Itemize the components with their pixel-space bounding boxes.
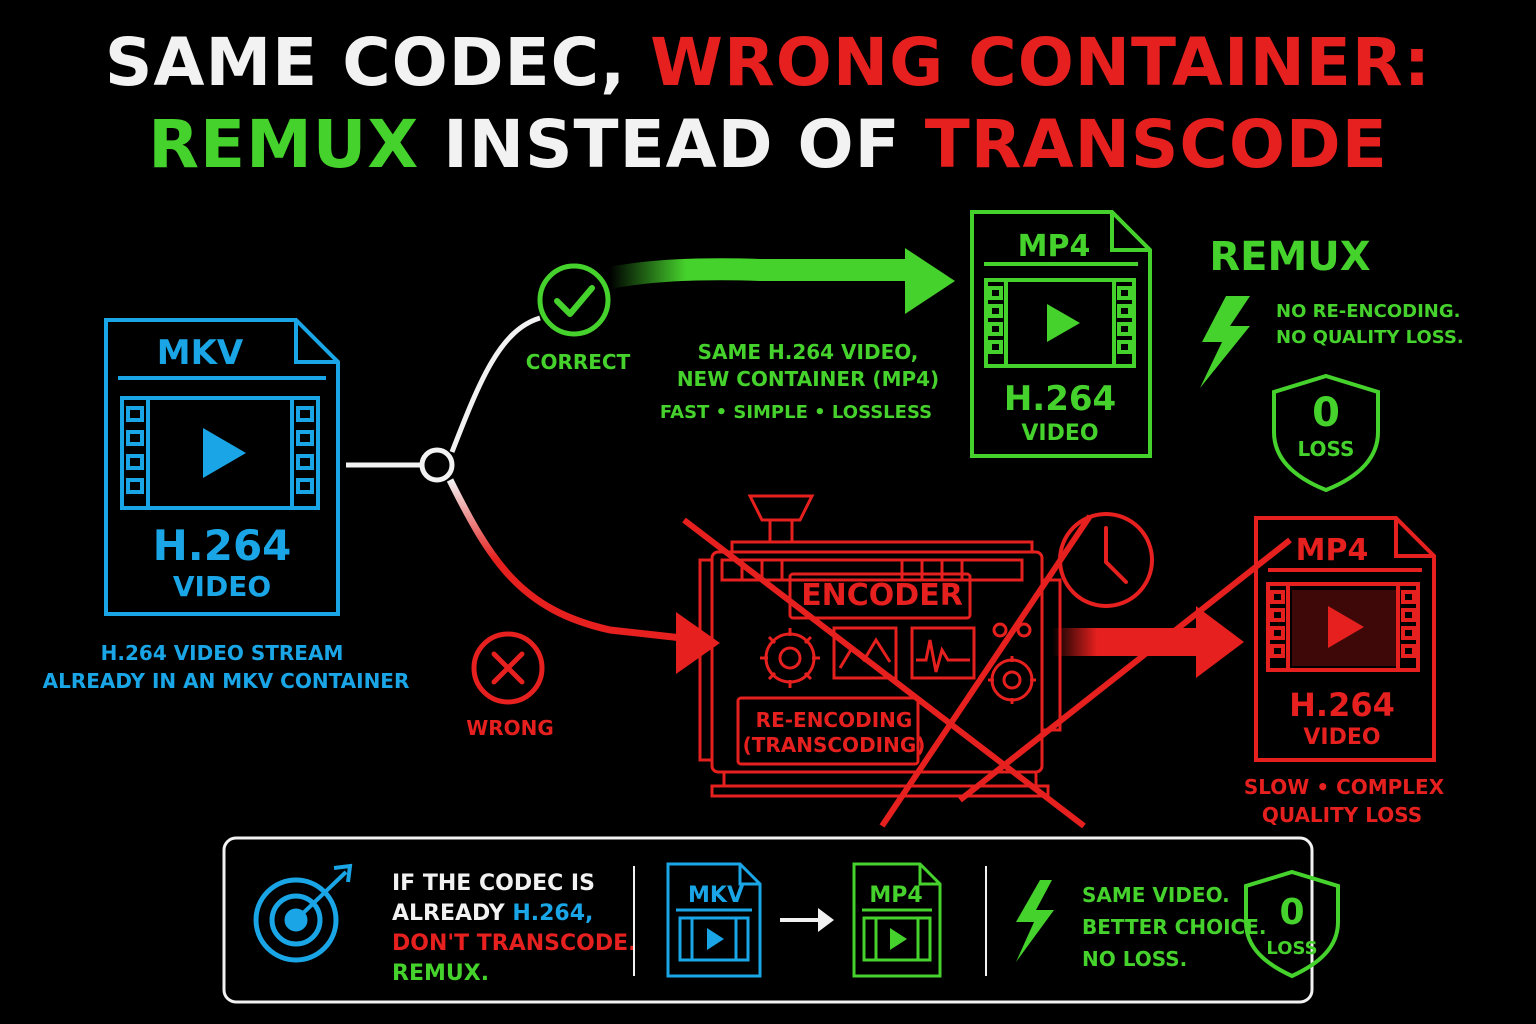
correct-label: CORRECT bbox=[526, 350, 631, 374]
title-wrong-container: WRONG CONTAINER: bbox=[650, 24, 1432, 101]
transcode-codec-label: H.264 bbox=[1289, 686, 1395, 724]
remux-arrow bbox=[607, 248, 955, 314]
branch-node bbox=[419, 447, 455, 483]
arrow-right-icon bbox=[780, 908, 834, 932]
summary-line2: ALREADY H.264, bbox=[392, 901, 593, 926]
source-caption-line2: ALREADY IN AN MKV CONTAINER bbox=[43, 669, 410, 693]
play-icon bbox=[707, 928, 724, 950]
summary-mkv-file bbox=[666, 862, 762, 978]
summary-panel bbox=[222, 836, 1314, 1004]
x-icon bbox=[491, 651, 525, 685]
target-icon bbox=[253, 863, 353, 963]
correct-badge bbox=[537, 263, 611, 337]
encoder-machine bbox=[698, 494, 1062, 798]
transcode-mp4-file bbox=[1254, 516, 1436, 762]
transcode-note-line2: QUALITY LOSS bbox=[1262, 803, 1422, 827]
title-line-1: SAME CODEC, WRONG CONTAINER: bbox=[0, 30, 1536, 96]
play-icon bbox=[890, 928, 907, 950]
filmstrip-icon bbox=[120, 396, 320, 510]
summary-line2-codec: H.264, bbox=[512, 901, 593, 926]
encoder-title: ENCODER bbox=[801, 578, 963, 613]
title-same-codec: SAME CODEC, bbox=[104, 24, 627, 101]
summary-shield-label: LOSS bbox=[1266, 938, 1317, 959]
shield-value: 0 bbox=[1312, 390, 1340, 436]
correct-desc-line1: SAME H.264 VIDEO, bbox=[698, 340, 919, 364]
wrong-badge bbox=[471, 631, 545, 705]
transcode-cross bbox=[958, 537, 1292, 803]
source-kind-label: VIDEO bbox=[173, 570, 271, 603]
title-line-2: REMUX INSTEAD OF TRANSCODE bbox=[0, 112, 1536, 178]
source-caption-line1: H.264 VIDEO STREAM bbox=[101, 641, 344, 665]
correct-desc-line3: FAST • SIMPLE • LOSSLESS bbox=[660, 402, 932, 423]
remux-heading: REMUX bbox=[1209, 234, 1370, 280]
play-icon bbox=[1047, 304, 1080, 342]
source-container-label: MKV bbox=[157, 333, 244, 373]
summary-line2-already: ALREADY bbox=[392, 901, 506, 926]
filmstrip-icon bbox=[984, 278, 1136, 368]
remux-mp4-file bbox=[970, 210, 1152, 458]
remux-container-label: MP4 bbox=[1018, 229, 1091, 264]
summary-shield-value: 0 bbox=[1279, 892, 1304, 933]
transcode-arrow bbox=[1052, 606, 1244, 678]
remux-note-line2: NO QUALITY LOSS. bbox=[1276, 327, 1464, 348]
gear-icon bbox=[760, 628, 820, 688]
branch-connector bbox=[346, 315, 701, 644]
encoder-line2: (TRANSCODING) bbox=[743, 733, 926, 757]
transcode-kind-label: VIDEO bbox=[1303, 725, 1380, 750]
source-mkv-file bbox=[104, 318, 340, 616]
summary-note-line2: BETTER CHOICE. bbox=[1082, 915, 1266, 939]
shield-label: LOSS bbox=[1298, 437, 1355, 461]
summary-mp4-file bbox=[852, 862, 942, 978]
lightning-icon bbox=[1200, 296, 1250, 388]
wrong-arrow-head bbox=[676, 612, 720, 674]
encoder-line1: RE-ENCODING bbox=[756, 708, 913, 732]
title-transcode: TRANSCODE bbox=[924, 106, 1388, 183]
summary-note-line3: NO LOSS. bbox=[1082, 947, 1187, 971]
clock-icon bbox=[1058, 512, 1154, 608]
remux-note-line1: NO RE-ENCODING. bbox=[1276, 301, 1460, 322]
source-codec-label: H.264 bbox=[153, 521, 292, 570]
play-icon bbox=[203, 428, 246, 478]
play-icon bbox=[1328, 606, 1364, 648]
summary-note-line1: SAME VIDEO. bbox=[1082, 883, 1230, 907]
wrong-label: WRONG bbox=[466, 716, 554, 740]
summary-line3: DON'T TRANSCODE. bbox=[392, 931, 637, 956]
summary-line1: IF THE CODEC IS bbox=[392, 871, 595, 896]
summary-to-container: MP4 bbox=[869, 883, 922, 908]
shield-icon bbox=[1272, 373, 1380, 493]
gear-icon bbox=[988, 656, 1036, 704]
remux-kind-label: VIDEO bbox=[1021, 421, 1098, 446]
transcode-note-line1: SLOW • COMPLEX bbox=[1244, 775, 1445, 799]
shield-icon bbox=[1244, 869, 1340, 979]
title-remux: REMUX bbox=[148, 106, 420, 183]
check-icon bbox=[554, 285, 595, 317]
encoder-cross bbox=[682, 514, 1093, 829]
summary-line4: REMUX. bbox=[392, 961, 489, 986]
correct-desc-line2: NEW CONTAINER (MP4) bbox=[677, 367, 939, 391]
lightning-icon bbox=[1016, 880, 1054, 962]
title-instead-of: INSTEAD OF bbox=[443, 106, 901, 183]
filmstrip-icon bbox=[1266, 582, 1420, 672]
summary-from-container: MKV bbox=[688, 883, 744, 908]
remux-codec-label: H.264 bbox=[1004, 379, 1116, 419]
transcode-container-label: MP4 bbox=[1296, 533, 1369, 568]
